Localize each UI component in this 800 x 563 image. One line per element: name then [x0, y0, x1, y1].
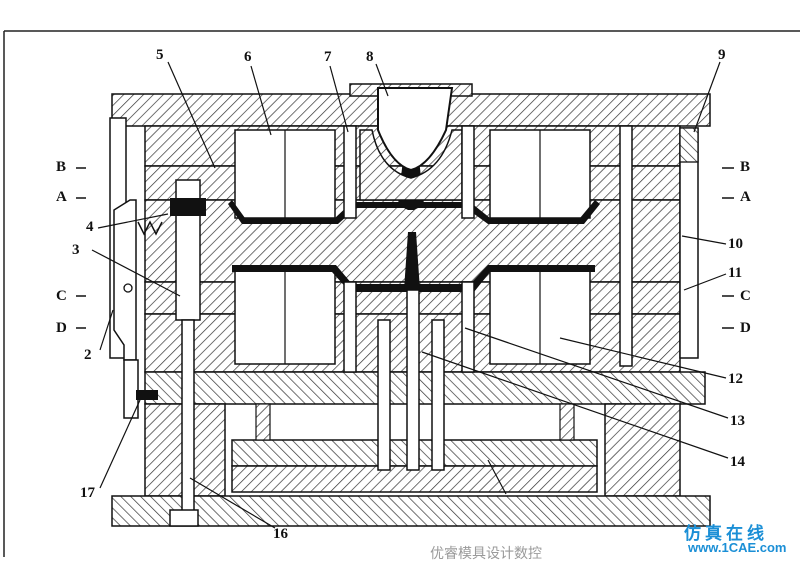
latch-assembly: [109, 117, 206, 419]
support-pillars: [255, 403, 575, 441]
leader-lines: [91, 61, 729, 529]
watermark-url: www.1CAE.com: [688, 540, 787, 555]
bottom-stamp: [169, 509, 199, 527]
watermark-brand: 仿真在线: [684, 524, 768, 544]
watermark-bottom: 优睿模具设计数控: [430, 546, 542, 562]
label-14: 14: [730, 454, 745, 470]
right-rod: [679, 127, 699, 359]
section-ticks: [76, 167, 734, 329]
label-9: 9: [718, 47, 726, 63]
label-3: 3: [72, 242, 80, 258]
cavity-lines: [284, 130, 541, 364]
label-7: 7: [324, 49, 332, 65]
label-2: 2: [84, 347, 92, 363]
label-4: 4: [86, 219, 94, 235]
label-5: 5: [156, 47, 164, 63]
label-12: 12: [728, 371, 743, 387]
support-plate: [144, 371, 706, 405]
label-13: 13: [730, 413, 745, 429]
section-d-left: D: [56, 320, 67, 336]
bottom-clamp-plate: [111, 495, 711, 527]
sprue-bushing: [377, 87, 454, 172]
guide-pins: [175, 125, 633, 517]
section-c-left: C: [56, 288, 67, 304]
section-b-right: B: [740, 159, 751, 175]
section-c-right: C: [740, 288, 751, 304]
label-16: 16: [273, 526, 288, 542]
label-11: 11: [728, 265, 743, 281]
section-b-left: B: [56, 159, 67, 175]
section-a-left: A: [56, 189, 67, 205]
label-6: 6: [244, 49, 252, 65]
section-d-right: D: [740, 320, 751, 336]
label-10: 10: [728, 236, 743, 252]
sprue-bushing-body: [359, 129, 463, 201]
right-rail: [604, 403, 681, 497]
label-8: 8: [366, 49, 374, 65]
label-17: 17: [80, 485, 95, 501]
outer-frame: [3, 30, 800, 557]
section-a-right: A: [740, 189, 751, 205]
